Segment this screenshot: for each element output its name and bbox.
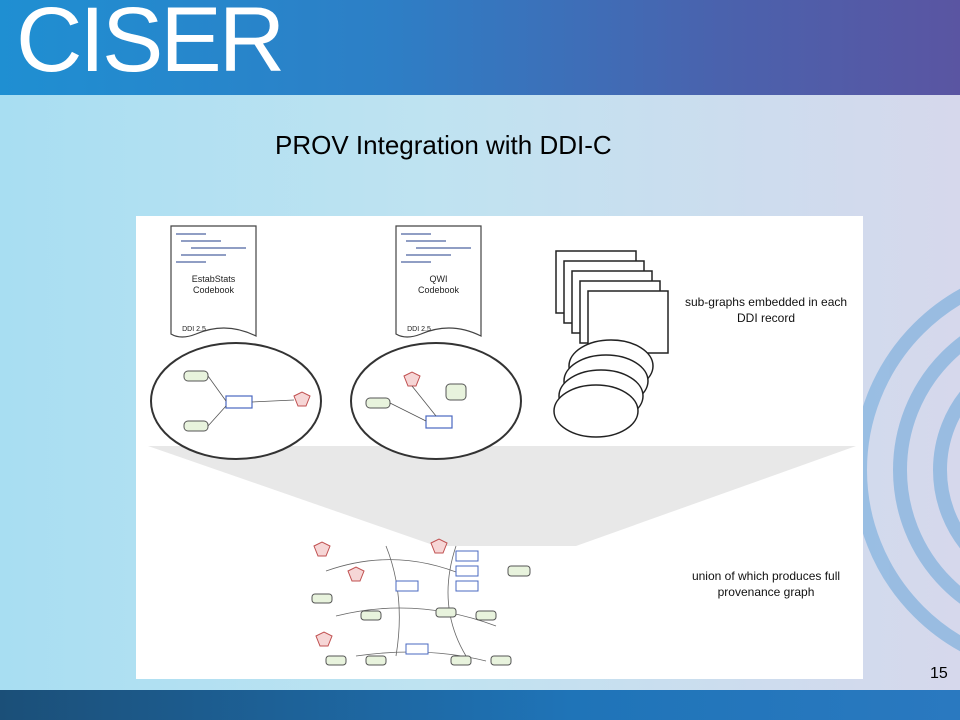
estabstats-sub: Codebook [192,285,235,295]
qwi-version: DDI 2.5 [407,326,431,333]
qwi-sub: Codebook [417,285,460,295]
caption-subgraphs: sub-graphs embedded in each DDI record [684,295,848,325]
qwi-doc-label: QWI Codebook [401,274,476,296]
caption-union: union of which produces full provenance … [691,569,841,599]
footer-bar [0,690,960,720]
stacked-subgraph-cards [555,250,669,354]
prov-figure: EstabStats Codebook DDI 2.5 QWI Codebook… [136,216,863,679]
union-provenance-graph [325,545,497,662]
qwi-document [395,225,482,338]
estabstats-name: EstabStats [191,274,236,284]
prov-diagram-svg [148,225,856,666]
page-number: 15 [930,665,948,682]
qwi-name: QWI [429,274,448,284]
estabstats-document [170,225,257,338]
stacked-clouds [553,339,654,438]
estabstats-doc-label: EstabStats Codebook [176,274,251,296]
funnel-shape [148,446,856,546]
ciser-logo: CISER [16,0,285,91]
qwi-cloud [350,342,522,460]
slide-title: PROV Integration with DDI-C [275,130,612,160]
estabstats-version: DDI 2.5 [182,326,206,333]
header-bar: CISER [0,0,960,95]
